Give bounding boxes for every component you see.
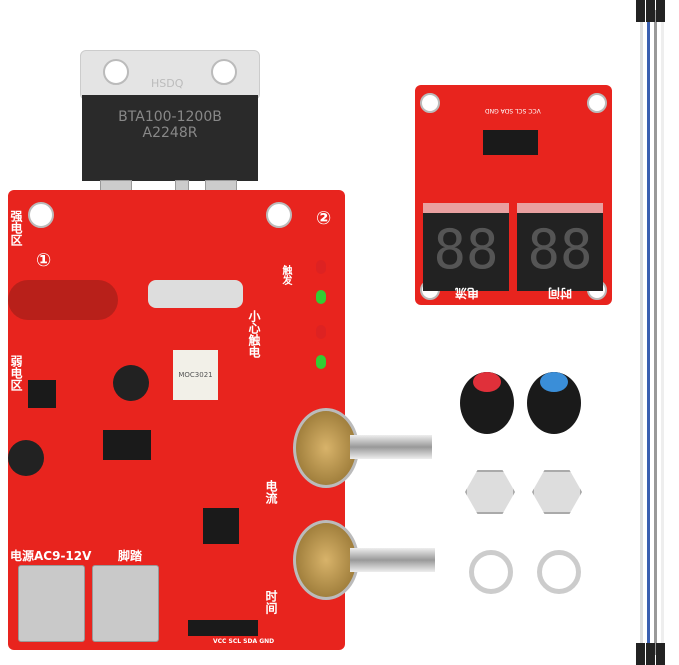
jumper-wire — [661, 10, 664, 655]
header-pin-labels: VCC SCL SDA GND — [213, 638, 275, 645]
weak-zone-label: 弱电区 — [9, 355, 23, 391]
led — [316, 325, 326, 339]
display-time-label: 时间 — [548, 286, 573, 300]
mount-hole — [28, 202, 54, 228]
triac-brand: HSDQ — [151, 77, 184, 90]
jumper-wire — [640, 10, 643, 655]
led — [316, 355, 326, 369]
dupont-connector — [656, 0, 665, 22]
current-7seg-display: 88 — [423, 203, 509, 291]
current-label: 电流 — [264, 480, 278, 504]
driver-chip — [483, 130, 538, 155]
strong-zone-label: 强电区 — [9, 210, 23, 246]
regulator — [28, 380, 56, 408]
foot-switch-label: 脚踏 — [118, 549, 143, 563]
mount-hole — [211, 59, 237, 85]
time-7seg-display: 88 — [517, 203, 603, 291]
mcu-chip — [203, 508, 239, 544]
ic-chip — [103, 430, 151, 460]
terminal-2-marker: ② — [316, 208, 332, 229]
mount-hole — [587, 93, 607, 113]
pot-shaft — [350, 435, 432, 459]
washer — [469, 550, 513, 594]
triac-part: BTA100-1200B — [118, 109, 222, 125]
mount-hole — [103, 59, 129, 85]
jumper-wire — [654, 10, 657, 655]
time-potentiometer[interactable] — [293, 520, 359, 600]
power-terminal-block[interactable] — [18, 565, 85, 642]
danger-label: 小心触电 — [247, 310, 261, 358]
time-label: 时间 — [264, 590, 278, 614]
power-label: 电源AC9-12V — [10, 549, 92, 563]
jumper-wire — [647, 10, 650, 655]
red-cap — [473, 372, 501, 392]
dupont-connector — [646, 0, 655, 22]
dupont-connector — [636, 643, 645, 665]
electrolytic-capacitor — [8, 440, 44, 476]
pin-header — [188, 620, 258, 636]
terminal-1-marker: ① — [36, 250, 52, 271]
washer — [537, 550, 581, 594]
electrolytic-capacitor — [113, 365, 149, 401]
knob-red[interactable] — [460, 372, 514, 434]
triac-lot: A2248R — [142, 125, 198, 141]
led — [316, 260, 326, 274]
display-current-label: 电流 — [455, 286, 480, 300]
power-resistor — [148, 280, 243, 308]
dupont-connector — [636, 0, 645, 22]
triac-heatsink-tab: HSDQ — [80, 50, 260, 100]
display-pin-labels: VCC SCL SDA GND — [485, 107, 541, 114]
foot-switch-terminal-block[interactable] — [92, 565, 159, 642]
optocoupler: MOC3021 — [173, 350, 218, 400]
blue-cap — [540, 372, 568, 392]
knob-blue[interactable] — [527, 372, 581, 434]
pot-shaft — [350, 548, 435, 572]
hex-nut — [465, 470, 515, 514]
mount-hole — [420, 93, 440, 113]
hex-nut — [532, 470, 582, 514]
triac-module: BTA100-1200B A2248R — [82, 95, 258, 181]
display-board: VCC SCL SDA GND 88 88 电流 时间 — [415, 85, 612, 305]
mount-hole — [266, 202, 292, 228]
led — [316, 290, 326, 304]
capacitor-red — [8, 280, 118, 320]
dupont-connector — [646, 643, 655, 665]
dupont-connector — [656, 643, 665, 665]
trigger-label: 触发 — [280, 265, 291, 285]
